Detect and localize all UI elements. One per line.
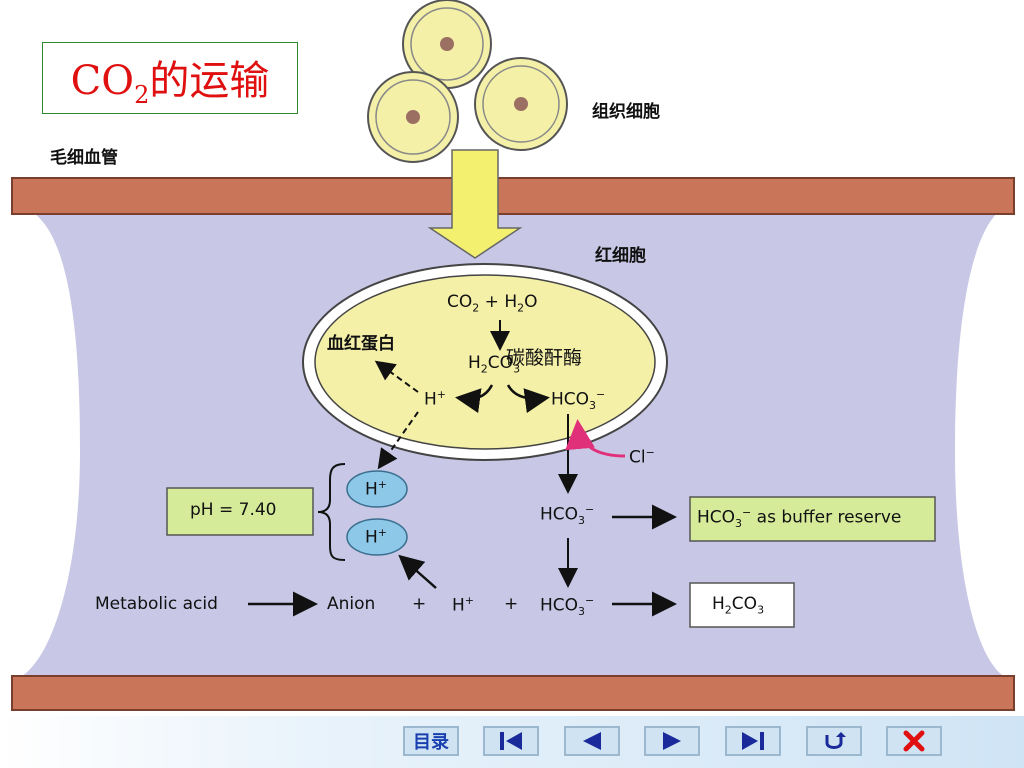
capillary-wall-top bbox=[11, 177, 1015, 215]
next-page-button[interactable] bbox=[644, 726, 700, 756]
h-ion-oval bbox=[346, 470, 408, 508]
return-icon bbox=[825, 732, 846, 749]
co2-diffusion-arrow bbox=[427, 149, 523, 259]
capillary-wall-bottom bbox=[11, 675, 1015, 711]
tissue-cell bbox=[474, 57, 568, 151]
h-ion-bottom: H+ bbox=[452, 594, 475, 616]
first-page-button[interactable] bbox=[483, 726, 539, 756]
h2co3-result-box bbox=[689, 582, 795, 628]
buffer-reserve-box bbox=[689, 496, 936, 542]
h-ion-inside: H+ bbox=[424, 388, 447, 410]
previous-page-button[interactable] bbox=[564, 726, 620, 756]
title-co: CO bbox=[70, 57, 135, 104]
h-ion-oval bbox=[346, 518, 408, 556]
co2-transport-diagram bbox=[10, 0, 1015, 711]
title-subscript: 2 bbox=[134, 80, 150, 109]
ph-value: pH = 7.40 bbox=[190, 500, 277, 520]
chloride-ion: Cl− bbox=[629, 446, 655, 468]
co2-plus-h2o: CO2 + H2O bbox=[447, 292, 538, 315]
red-blood-cell-cytoplasm bbox=[314, 274, 656, 450]
previous-icon bbox=[583, 732, 601, 750]
bicarbonate-bottom: HCO3− bbox=[540, 594, 595, 619]
title-rest: 的运输 bbox=[149, 57, 270, 104]
bicarbonate-inside: HCO3− bbox=[551, 388, 606, 413]
ph-box bbox=[166, 487, 314, 536]
close-button[interactable] bbox=[886, 726, 942, 756]
plus-sign: + bbox=[412, 594, 427, 614]
capillary-label: 毛细血管 bbox=[50, 148, 118, 168]
carbonic-anhydrase-label: 碳酸酐酶 bbox=[506, 347, 583, 369]
anion-label: Anion bbox=[327, 594, 376, 614]
h-ion-buffer: H+ bbox=[365, 478, 388, 500]
metabolic-acid-label: Metabolic acid bbox=[95, 594, 218, 614]
tissue-cell bbox=[367, 71, 459, 163]
return-button[interactable] bbox=[806, 726, 862, 756]
slide-title-box: CO2的运输 bbox=[42, 42, 298, 114]
last-page-button[interactable] bbox=[725, 726, 781, 756]
close-icon bbox=[903, 730, 925, 752]
bicarbonate-plasma: HCO3− bbox=[540, 503, 595, 528]
h-ion-buffer: H+ bbox=[365, 526, 388, 548]
last-page-icon bbox=[742, 732, 764, 750]
red-blood-cell-label: 红细胞 bbox=[595, 246, 646, 266]
buffer-reserve-text: HCO3− as buffer reserve bbox=[697, 506, 902, 531]
h2co3-result: H2CO3 bbox=[712, 594, 765, 617]
first-page-icon bbox=[500, 732, 522, 750]
tissue-cells-label: 组织细胞 bbox=[592, 102, 660, 122]
next-icon bbox=[663, 732, 681, 750]
h2co3-inside: H2CO3 bbox=[468, 353, 521, 376]
table-of-contents-button[interactable]: 目录 bbox=[403, 726, 459, 756]
plus-sign: + bbox=[504, 594, 519, 614]
buffer-brace bbox=[317, 463, 346, 561]
hemoglobin-label: 血红蛋白 bbox=[327, 334, 395, 354]
slide-title: CO2的运输 bbox=[71, 48, 270, 109]
